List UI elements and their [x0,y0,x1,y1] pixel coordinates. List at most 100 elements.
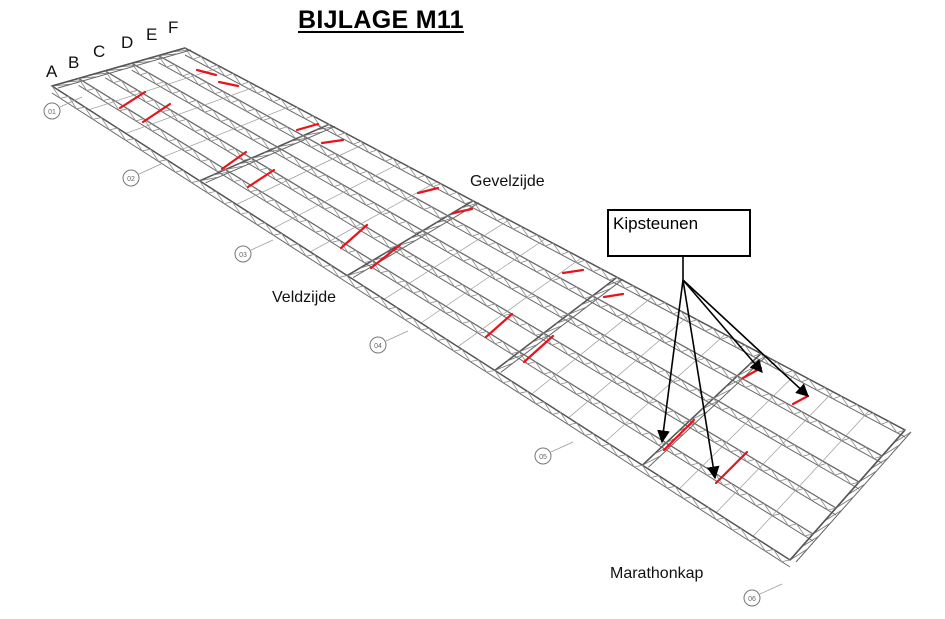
secondary-purlin [752,410,870,537]
main-frame-diagonal [701,399,720,410]
kipsteun-mark [662,418,696,452]
callout-kipsteunen: Kipsteunen [607,209,751,257]
kipsteun-mark [714,450,749,485]
truss-web [78,78,814,537]
main-frame-diagonal [789,548,808,561]
kipsteun-mark [217,80,240,88]
main-frame-diagonal [812,522,831,535]
column-letter-c: C [93,42,106,61]
kipsteun-mark [141,102,172,124]
secondary-purlin [273,162,402,229]
kipsteun-mark [416,186,440,195]
main-frame-diagonal [824,509,843,522]
kipsteun-mark [118,90,147,110]
callout-arrow [682,279,763,373]
secondary-purlin [457,257,582,347]
main-frame-diagonal [893,431,912,444]
main-frame-diagonal [199,176,219,182]
main-frame-diagonal [580,297,599,306]
secondary-purlin [679,372,798,490]
main-frame-diagonal [506,353,526,362]
main-frame-diagonal [409,232,429,239]
callout-arrows [657,257,809,480]
secondary-purlin [605,334,726,442]
main-frame-diagonal [725,377,744,388]
truss-web [131,62,860,485]
kipsteun-mark [339,223,369,250]
main-frame-diagonal [519,344,538,353]
kipsteun-mark [320,138,345,145]
main-frame-diagonal [264,148,284,153]
truss-web [184,47,906,434]
main-frame-diagonal [212,171,232,176]
main-frame-diagonal [592,288,611,297]
main-frame-diagonal [847,483,866,496]
kipsteun-mark [451,207,474,215]
column-letter-f: F [168,18,179,37]
grid-marker-01: 01 [43,96,83,120]
secondary-purlin [162,104,294,158]
truss-web [51,85,791,563]
secondary-purlin [88,66,222,111]
grid-number: 06 [748,596,756,603]
main-frame-diagonal [277,142,297,148]
main-frame-diagonal [238,159,258,165]
grid-marker-04: 04 [369,330,409,354]
secondary-purlin [531,296,654,395]
main-frame-diagonal [251,154,271,159]
grid-number: 03 [239,252,247,259]
kipsteunen-marks [118,68,810,485]
column-letter-a: A [46,62,58,81]
column-letter-b: B [68,53,80,72]
secondary-purlin [383,219,510,300]
main-frame-diagonal [372,254,392,262]
main-frame-diagonal [315,126,336,131]
main-frame-diagonal [531,334,550,343]
main-frame-diagonal [881,444,900,457]
label-gevelzijde: Gevelzijde [470,173,545,190]
column-letter-e: E [146,25,158,44]
main-frame-diagonal [494,362,514,371]
main-frame-diagonal [303,131,323,137]
callout-arrow [682,279,809,397]
main-frame-diagonal [858,470,877,483]
label-marathonkap: Marathonkap [610,565,704,582]
main-frame-diagonal [460,202,480,209]
main-frame-diagonal [225,165,245,170]
callout-arrow [682,279,720,480]
kipsteun-mark [220,150,248,171]
kipsteun-mark [522,334,555,364]
main-frame-diagonal [835,496,854,509]
kipsteun-mark [484,312,514,339]
secondary-purlin [125,85,258,134]
truss-frame [50,47,912,568]
secondary-purlin [715,391,834,513]
truss-web [158,55,883,460]
grid-marker-03: 03 [234,239,274,263]
callout-arrow [657,279,684,444]
kipsteun-mark [369,243,402,270]
secondary-purlin [568,315,690,419]
main-frame-diagonal [567,306,587,315]
label-veldzijde: Veldzijde [272,289,337,306]
column-letter-d: D [121,33,134,52]
grid-marker-06: 06 [743,583,783,607]
kipsteun-mark [195,68,218,77]
grid-number: 02 [127,176,135,183]
grid-number: 05 [539,454,547,461]
grid-marker-05: 05 [534,441,574,465]
kipsteun-mark [561,268,585,275]
kipsteun-mark [246,168,276,189]
main-frame-diagonal [543,325,563,334]
truss-webs [51,47,906,563]
main-frame-diagonal [435,217,454,224]
secondary-purlin [236,143,366,205]
grid-number: 04 [374,343,382,350]
roof-outline [50,47,907,561]
truss-web [104,70,837,511]
grid-marker-02: 02 [122,163,162,187]
kipsteun-mark [602,292,625,299]
page-title: BIJLAGE M11 [298,6,464,34]
main-frame-diagonal [870,457,889,470]
